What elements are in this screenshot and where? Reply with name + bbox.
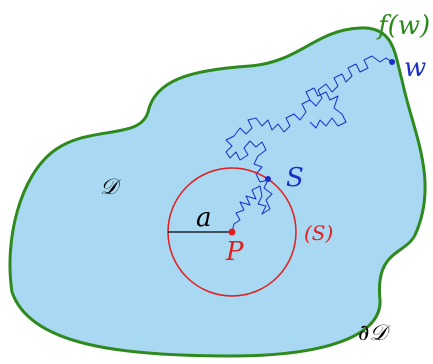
label-f-of-w: f(w) <box>376 11 430 41</box>
label-w: w <box>404 53 426 83</box>
center-point-p <box>228 228 236 236</box>
label-sphere: (S) <box>304 221 333 245</box>
random-walk-path <box>225 55 393 233</box>
domain-region <box>8 26 427 358</box>
label-domain: 𝒟 <box>100 175 122 200</box>
label-s: S <box>286 163 304 193</box>
point-s <box>265 176 271 182</box>
label-p: P <box>225 237 244 267</box>
random-walk-branch <box>305 87 347 129</box>
label-boundary: ∂𝒟 <box>358 321 391 346</box>
label-radius-a: a <box>196 203 212 233</box>
point-w <box>389 59 395 65</box>
